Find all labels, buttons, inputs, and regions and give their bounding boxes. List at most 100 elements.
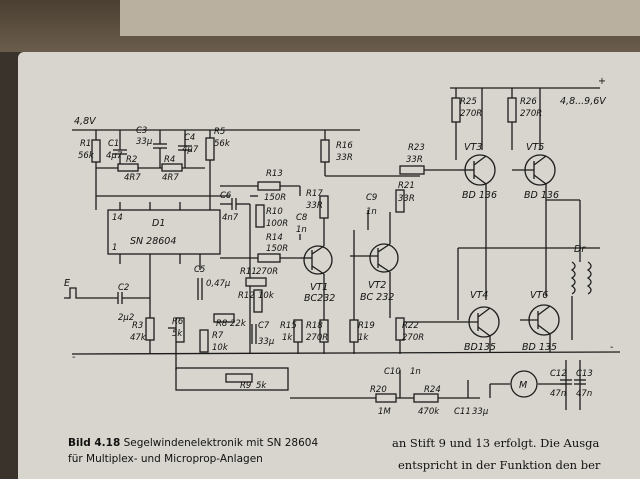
ground-rail — [71, 351, 621, 355]
label-R19-value: 1k — [358, 333, 369, 343]
label-R10-value: 100R — [266, 219, 288, 229]
label-VT6-value: BD 135 — [522, 342, 557, 353]
figure-caption-text1: Segelwindenelektronik mit SN 28604 — [123, 437, 319, 449]
label-R1: R1 — [80, 139, 91, 149]
input-E-pulse-icon — [64, 287, 82, 299]
R10-resistor — [255, 204, 265, 228]
label-VT3-value: BD 136 — [462, 190, 497, 201]
label-R8-value: 22k — [230, 319, 247, 329]
R3-resistor — [145, 317, 155, 341]
label-R15-value: 1k — [282, 333, 293, 343]
label-VT6: VT6 — [530, 290, 548, 301]
Dr-choke — [570, 261, 576, 295]
label-R20-value: 1M — [378, 407, 391, 417]
label-R2: R2 — [126, 155, 137, 165]
background-book-edge — [0, 0, 640, 52]
R21-resistor — [395, 189, 405, 213]
label-R20: R20 — [370, 385, 387, 395]
label-pin1: 1 — [112, 243, 117, 253]
label-C5: C5 — [194, 265, 205, 275]
label-C7-value: 33µ — [258, 337, 275, 347]
label-C12: C12 — [550, 369, 567, 379]
label-R13: R13 — [266, 169, 283, 179]
label-C4: C4 — [184, 133, 195, 143]
label-R3: R3 — [132, 321, 143, 331]
label-C9-value: 1n — [366, 207, 377, 217]
label-R26-value: 270R — [520, 109, 542, 119]
label-C4-value: 4µ7 — [182, 145, 199, 155]
label-R22: R22 — [402, 321, 419, 331]
label-motor: M — [519, 380, 527, 391]
label-R23: R23 — [408, 143, 425, 153]
R13-resistor — [257, 181, 281, 191]
body-text-line1: an Stift 9 und 13 erfolgt. Die Ausga — [392, 436, 600, 450]
label-R19: R19 — [358, 321, 375, 331]
R24-resistor — [413, 393, 439, 403]
label-R5-value: 56k — [214, 139, 231, 149]
R2-resistor — [117, 163, 139, 172]
label-minus-right: - — [610, 342, 614, 353]
label-R23-value: 33R — [406, 155, 423, 165]
label-R6: R6 — [172, 317, 184, 327]
figure-caption-text2: für Multiplex- und Microprop-Anlagen — [68, 453, 263, 465]
label-C7: C7 — [258, 321, 270, 331]
label-R9-value: 5k — [256, 381, 267, 391]
label-R16-value: 33R — [336, 153, 353, 163]
label-R26: R26 — [520, 97, 537, 107]
label-R7-value: 10k — [212, 343, 229, 353]
label-C10-value: 1n — [410, 367, 421, 377]
label-D1-value: SN 28604 — [130, 236, 176, 247]
label-R6-value: 5k — [172, 329, 183, 339]
label-R11: R11 — [240, 267, 257, 277]
label-plus: + — [598, 76, 606, 87]
label-VT5: VT5 — [526, 142, 544, 153]
label-VT1: VT1 — [310, 282, 328, 293]
label-R18-value: 270R — [306, 333, 328, 343]
label-R24: R24 — [424, 385, 441, 395]
label-C3: C3 — [136, 126, 147, 136]
label-R22-value: 270R — [402, 333, 424, 343]
R4-resistor — [161, 163, 183, 172]
label-R25: R25 — [460, 97, 477, 107]
label-VT5-value: BD 136 — [524, 190, 559, 201]
figure-number: Bild 4.18 — [68, 437, 121, 449]
label-C13: C13 — [576, 369, 593, 379]
label-pin14: 14 — [112, 213, 123, 223]
label-VT3: VT3 — [464, 142, 482, 153]
VT1-transistor — [303, 245, 333, 275]
R14-resistor — [257, 253, 281, 263]
R6-potentiometer — [175, 317, 185, 343]
R9-box — [175, 367, 289, 391]
label-C8: C8 — [296, 213, 308, 223]
R8-resistor — [213, 313, 235, 323]
label-R8: R8 — [216, 319, 228, 329]
label-R7: R7 — [212, 331, 224, 341]
label-C8-value: 1n — [296, 225, 307, 235]
label-R12: R12 — [238, 291, 255, 301]
label-C6: C6 — [220, 191, 232, 201]
label-VT4-value: BD135 — [464, 342, 496, 353]
label-R16: R16 — [336, 141, 353, 151]
label-C1: C1 — [108, 139, 119, 149]
label-C3-value: 33µ — [136, 137, 153, 147]
label-R4: R4 — [164, 155, 175, 165]
label-C10: C10 — [384, 367, 401, 377]
label-R25-value: 270R — [460, 109, 482, 119]
R11-resistor — [245, 277, 267, 287]
label-R3-value: 47k — [130, 333, 147, 343]
label-C6-value: 4n7 — [222, 213, 239, 223]
label-VT2-value: BC 232 — [360, 292, 394, 303]
label-VT2: VT2 — [368, 280, 386, 291]
label-R2-value: 4R7 — [124, 173, 141, 183]
figure-caption-line2: für Multiplex- und Microprop-Anlagen — [68, 453, 263, 465]
R7-resistor — [199, 329, 209, 353]
label-C11: C11 — [454, 407, 471, 417]
label-C5-value: 0,47µ — [206, 279, 231, 289]
R16-resistor — [320, 139, 330, 163]
label-VT4: VT4 — [470, 290, 488, 301]
R20-resistor — [375, 393, 397, 403]
label-C12-value: 47n — [550, 389, 566, 399]
label-minus-left: - — [72, 352, 76, 363]
